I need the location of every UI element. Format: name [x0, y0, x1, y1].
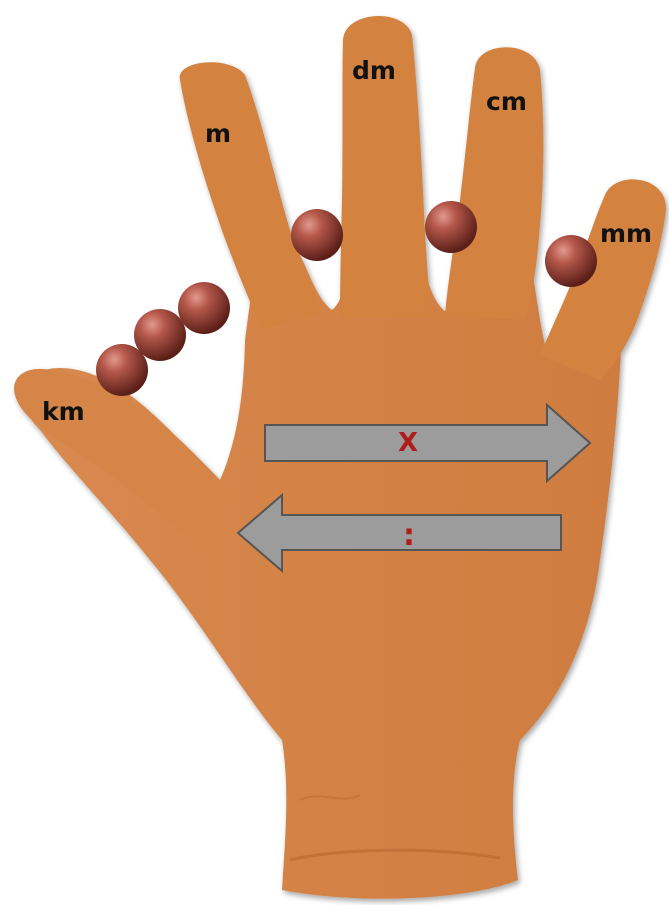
left-arrow-label: : [403, 518, 415, 553]
bead-thumb-index-2 [134, 309, 186, 361]
label-pinky-mm: mm [600, 219, 652, 248]
label-thumb-km: km [42, 397, 85, 426]
bead-index-middle [291, 209, 343, 261]
label-index-m: m [205, 119, 231, 148]
bead-middle-ring [425, 201, 477, 253]
bead-ring-pinky [545, 235, 597, 287]
bead-thumb-index-3 [178, 282, 230, 334]
label-ring-cm: cm [486, 87, 527, 116]
label-middle-dm: dm [352, 56, 396, 85]
right-arrow-label: X [398, 428, 418, 458]
